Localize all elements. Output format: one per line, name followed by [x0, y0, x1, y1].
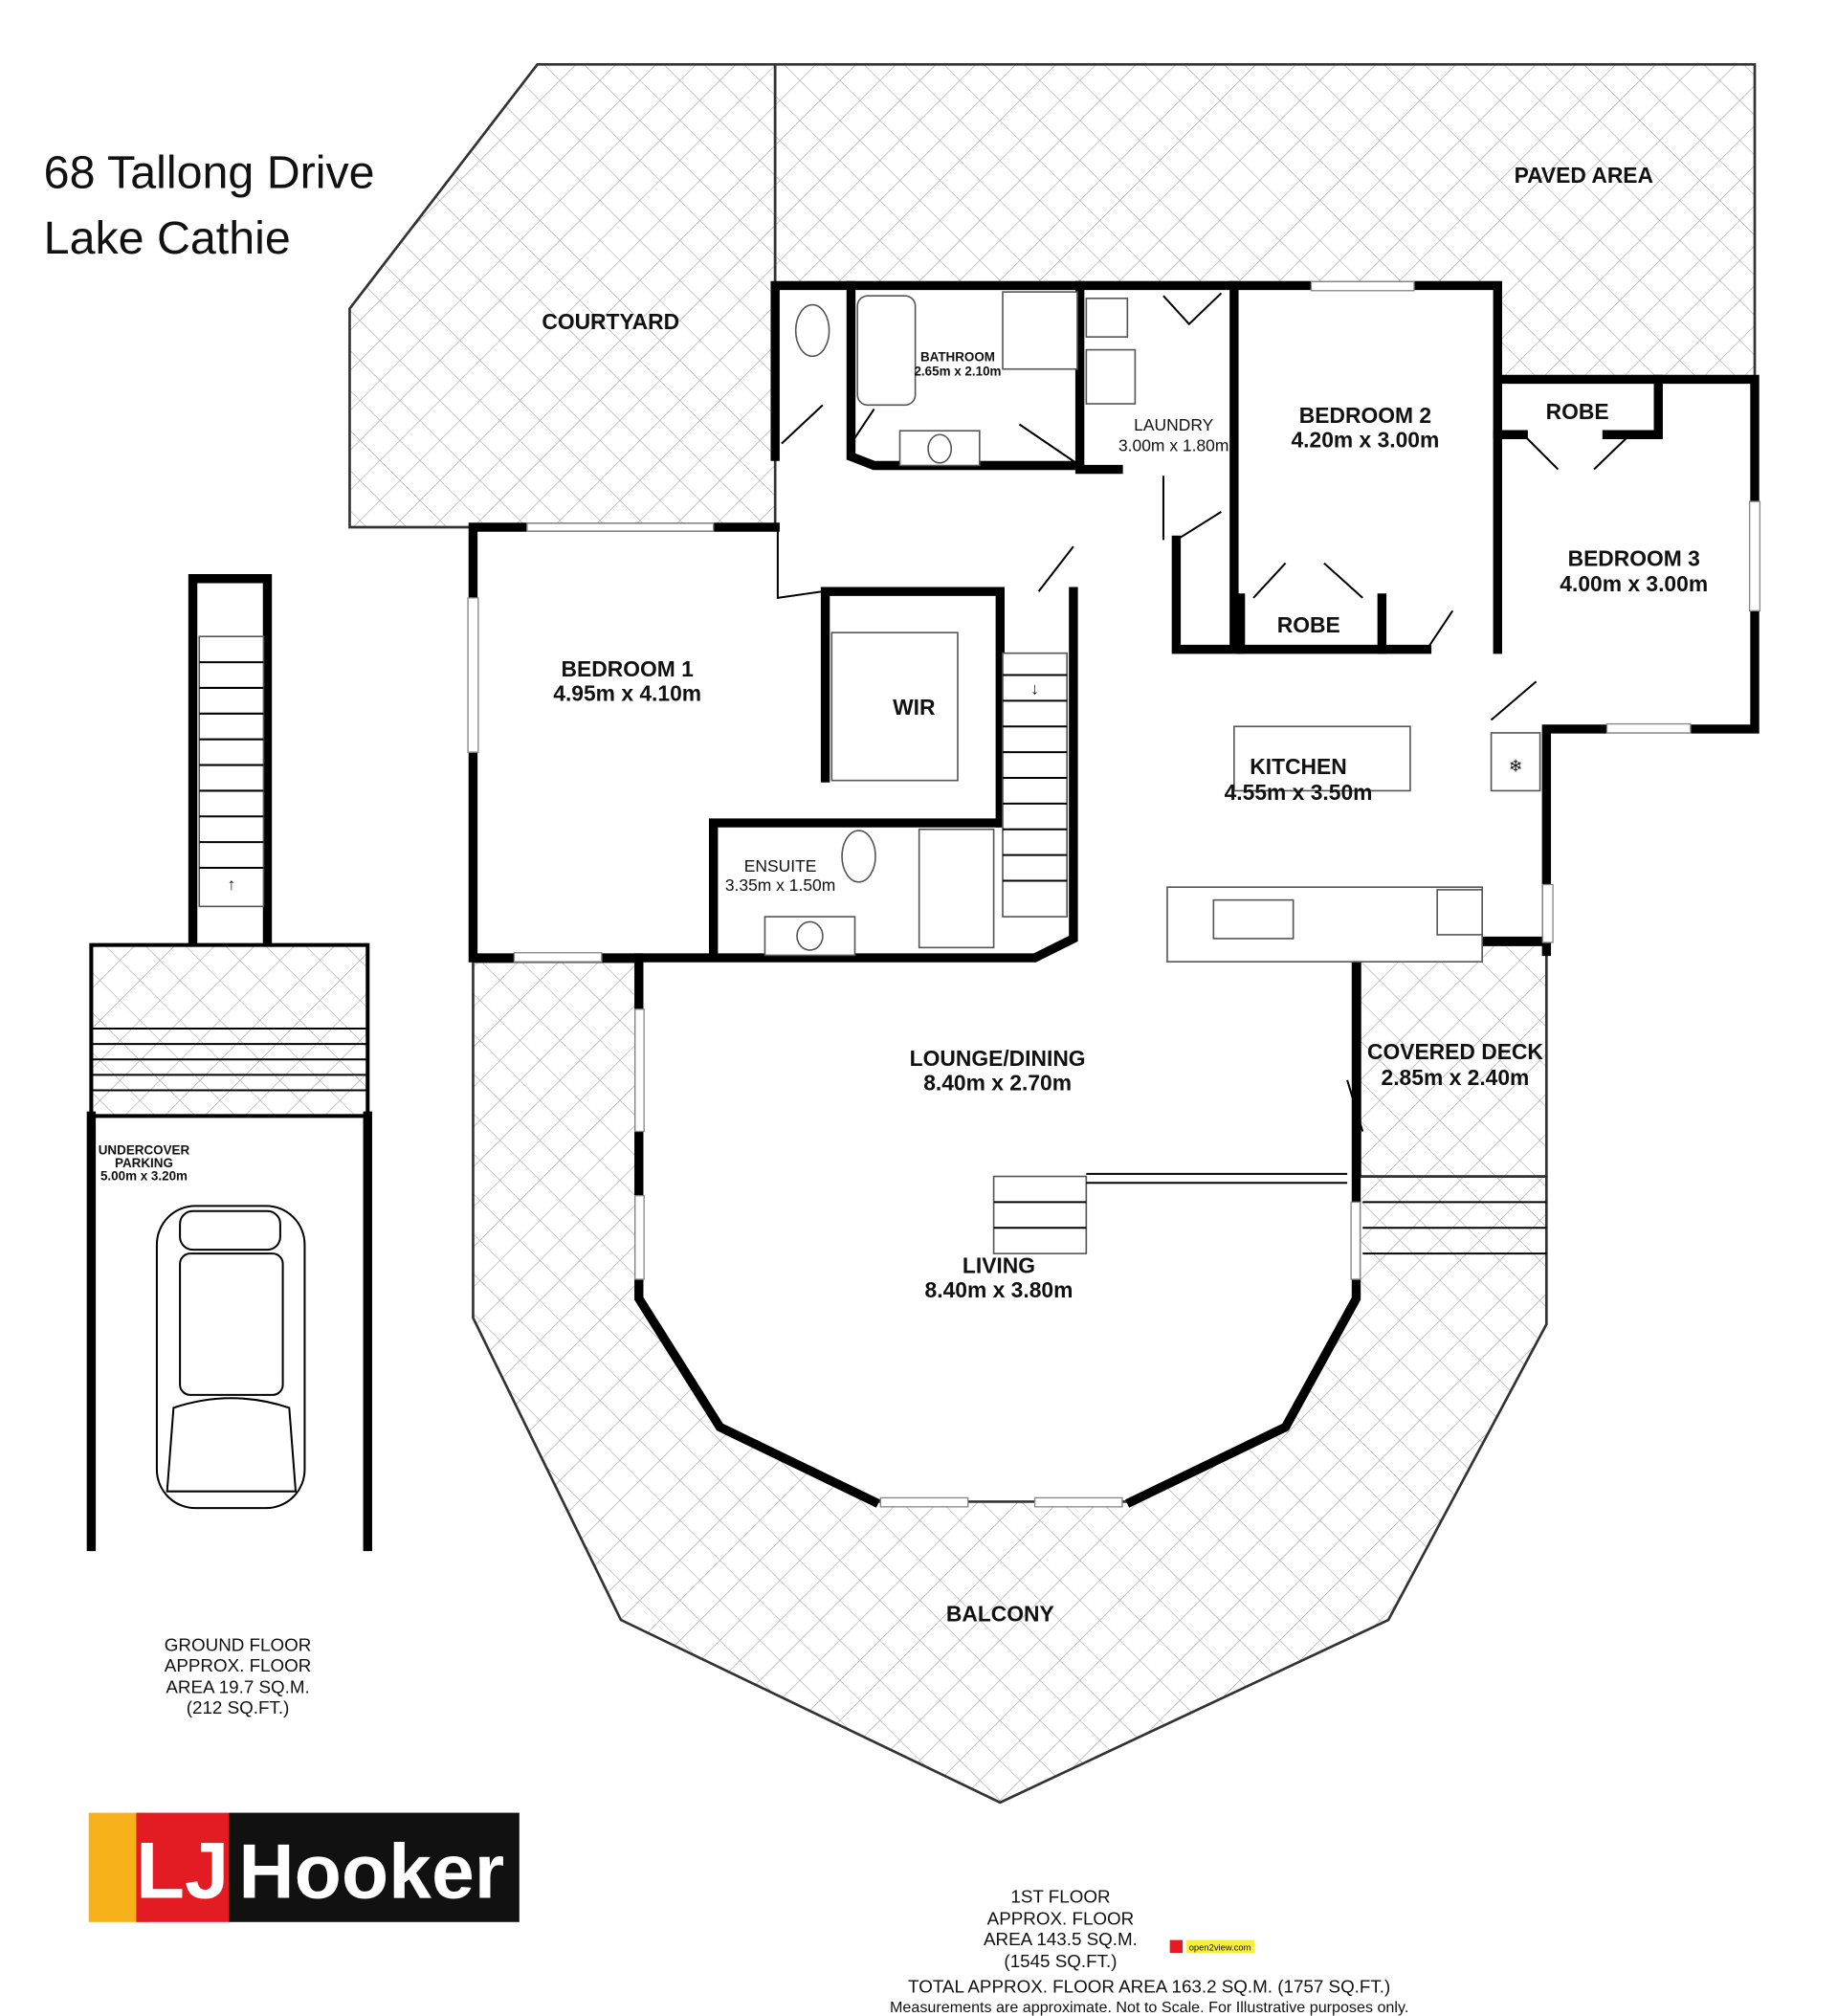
- svg-text:1ST FLOOR: 1ST FLOOR: [1010, 1887, 1110, 1907]
- internal-stairs: ↓: [1002, 652, 1068, 918]
- lounge-label: LOUNGE/DINING: [910, 1046, 1086, 1071]
- bedroom2-label: BEDROOM 2: [1299, 403, 1431, 428]
- bedroom2-size: 4.20m x 3.00m: [1291, 428, 1439, 453]
- address-line-2: Lake Cathie: [44, 212, 291, 264]
- laundry-size: 3.00m x 1.80m: [1118, 436, 1228, 455]
- courtyard-label: COURTYARD: [542, 309, 679, 334]
- robe-top-label: ROBE: [1546, 399, 1609, 424]
- bedroom1-size: 4.95m x 4.10m: [553, 680, 701, 705]
- car-icon: [155, 1205, 306, 1510]
- covered-deck-area: [1359, 943, 1548, 1178]
- ground-floor-area: GROUND FLOOR APPROX. FLOOR AREA 19.7 SQ.…: [165, 1634, 312, 1717]
- svg-text:(212 SQ.FT.): (212 SQ.FT.): [187, 1697, 290, 1717]
- ensuite-label: ENSUITE: [744, 856, 817, 875]
- bathroom-size: 2.65m x 2.10m: [914, 364, 1001, 378]
- stair-down-arrow-icon: ↓: [1030, 679, 1039, 698]
- lounge-size: 8.40m x 2.70m: [923, 1070, 1072, 1095]
- svg-text:(1545 SQ.FT.): (1545 SQ.FT.): [1004, 1951, 1117, 1971]
- living-size: 8.40m x 3.80m: [925, 1277, 1073, 1302]
- disclaimer: Measurements are approximate. Not to Sca…: [890, 1999, 1408, 2016]
- svg-text:open2view.com: open2view.com: [1189, 1941, 1251, 1952]
- paved-area-label: PAVED AREA: [1515, 163, 1653, 188]
- covered-deck-size: 2.85m x 2.40m: [1382, 1065, 1530, 1090]
- paved-area: [773, 62, 1757, 381]
- svg-text:GROUND FLOOR: GROUND FLOOR: [165, 1634, 312, 1654]
- total-area: TOTAL APPROX. FLOOR AREA 163.2 SQ.M. (17…: [908, 1977, 1390, 1997]
- parking-label-1: UNDERCOVER: [99, 1143, 190, 1158]
- robe-bedroom2-label: ROBE: [1277, 612, 1340, 637]
- bedroom3-size: 4.00m x 3.00m: [1560, 571, 1708, 596]
- svg-text:AREA 143.5 SQ.M.: AREA 143.5 SQ.M.: [984, 1929, 1138, 1949]
- living-label: LIVING: [963, 1252, 1035, 1277]
- stair-up-arrow-icon: ↑: [227, 875, 235, 894]
- svg-text:Hooker: Hooker: [238, 1828, 504, 1915]
- address-line-1: 68 Tallong Drive: [44, 146, 375, 198]
- kitchen-label: KITCHEN: [1250, 754, 1346, 779]
- kitchen-size: 4.55m x 3.50m: [1225, 780, 1373, 805]
- svg-text:LJ: LJ: [136, 1826, 229, 1915]
- lj-hooker-logo: LJ Hooker: [88, 1812, 520, 1922]
- covered-deck-label: COVERED DECK: [1367, 1039, 1543, 1064]
- parking-label-2: PARKING: [115, 1156, 173, 1170]
- fridge-icon: ❄: [1509, 756, 1523, 775]
- svg-text:AREA 19.7 SQ.M.: AREA 19.7 SQ.M.: [166, 1677, 309, 1697]
- laundry-label: LAUNDRY: [1134, 415, 1213, 434]
- svg-text:APPROX. FLOOR: APPROX. FLOOR: [987, 1908, 1135, 1928]
- wir-label: WIR: [893, 695, 936, 720]
- ensuite-size: 3.35m x 1.50m: [725, 875, 835, 895]
- bedroom3-label: BEDROOM 3: [1568, 545, 1700, 570]
- deck-stairs: [1362, 1201, 1547, 1255]
- courtyard-area: [348, 62, 777, 529]
- open2view-logo: open2view.com: [1169, 1939, 1255, 1954]
- doors: [776, 292, 1631, 1132]
- svg-text:APPROX. FLOOR: APPROX. FLOOR: [165, 1655, 312, 1675]
- fixtures: ❄: [764, 291, 1541, 1254]
- bathroom-label: BATHROOM: [920, 350, 995, 365]
- ground-floor: ↑: [86, 574, 372, 1552]
- first-floor-area: 1ST FLOOR APPROX. FLOOR AREA 143.5 SQ.M.…: [984, 1887, 1138, 1971]
- bedroom1-label: BEDROOM 1: [562, 656, 695, 681]
- windows: [467, 280, 1761, 1508]
- balcony-label: BALCONY: [946, 1601, 1054, 1626]
- parking-size: 5.00m x 3.20m: [100, 1169, 188, 1184]
